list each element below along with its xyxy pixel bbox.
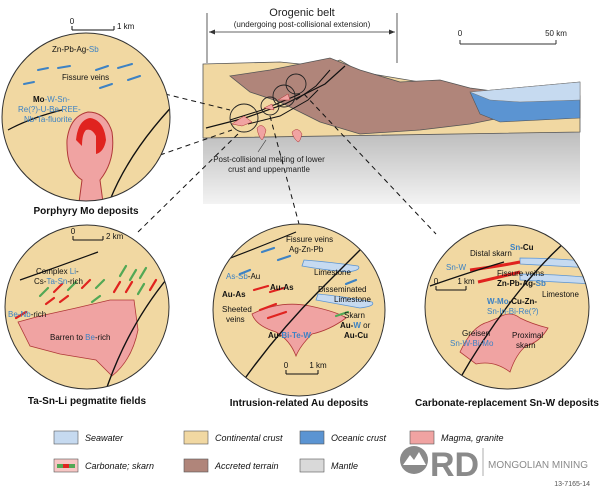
- mantle-layer: [203, 132, 580, 204]
- orogenic-belt-title: Orogenic belt: [269, 7, 334, 19]
- svg-text:Oceanic crust: Oceanic crust: [331, 433, 387, 443]
- intrusion-fissure-label-2: Ag-Zn-Pb: [289, 245, 324, 254]
- orogenic-belt-subtitle: (undergoing post-collisional extension): [234, 20, 371, 29]
- porphyry-mo-label-1: Mo-W-Sn-: [33, 95, 70, 104]
- pegmatite-barren-label: Barren to Be-rich: [50, 333, 111, 342]
- km-scale-bar: 0 50 km: [458, 29, 567, 45]
- legend: Seawater Continental crust Oceanic crust…: [53, 430, 504, 473]
- intrusion-granite: [251, 303, 347, 358]
- connector-lines: [137, 93, 437, 235]
- carbonate-greisen-label-2: Sn-W-Bi-Mo: [450, 339, 494, 348]
- orogenic-belt-header: Orogenic belt (undergoing post-collision…: [206, 7, 398, 63]
- intrusion-caption: Intrusion-related Au deposits: [230, 398, 369, 409]
- porphyry-mo-zone: [76, 118, 106, 154]
- carbonate-sncu-label: Sn-Cu: [510, 243, 534, 252]
- carbonate-scale-right: 1 km: [457, 277, 475, 286]
- intrusion-aubi-label: Au-Bi-Te-W: [268, 331, 311, 340]
- mongolian-mining-logo: RD MONGOLIAN MINING: [400, 446, 588, 484]
- pegmatite-dikes: [14, 264, 158, 320]
- intrusion-sheeted-1: Sheeted: [222, 305, 252, 314]
- svg-text:Accreted terrain: Accreted terrain: [214, 461, 279, 471]
- melting-label-line-2: crust and upper mantle: [228, 165, 310, 174]
- svg-text:Seawater: Seawater: [85, 433, 124, 443]
- carbonate-fissure-label: Fissure veins: [497, 269, 544, 278]
- porphyry-scale-right: 1 km: [117, 22, 135, 31]
- intrusion-auas-label-1: Au-As: [270, 283, 294, 292]
- cross-section: Post-collisional melting of lower crust …: [202, 57, 581, 204]
- porphyry-mo-label-3: Nb-Ta-fluorite: [24, 115, 73, 124]
- carbonate-snin-label: Sn-In-Bi-Re(?): [487, 307, 539, 316]
- carbonate-granite: [459, 313, 549, 373]
- scale-zero-label: 0: [458, 29, 463, 38]
- panel-pegmatite: 0 2 km Complex Li- Cs-Ta-Sn-rich Be-Nb-r…: [4, 224, 170, 407]
- svg-text:Continental crust: Continental crust: [215, 433, 283, 443]
- svg-text:Mantle: Mantle: [331, 461, 358, 471]
- pegmatite-granite: [17, 299, 139, 377]
- legend-oceanic-crust: Oceanic crust: [299, 430, 387, 445]
- intrusion-veins: [238, 246, 358, 320]
- intrusion-sheeted-2: veins: [226, 315, 245, 324]
- intrusion-auas-label-2: Au-As: [222, 290, 246, 299]
- melting-label-line-1: Post-collisional melting of lower: [213, 155, 325, 164]
- carbonate-caption: Carbonate-replacement Sn-W deposits: [415, 398, 599, 409]
- logo-letters: RD: [430, 446, 479, 484]
- pegmatite-complex-label-1: Complex Li-: [36, 267, 79, 276]
- porphyry-znpbag-label: Zn-Pb-Ag-Sb: [52, 45, 99, 54]
- fissure-veins-marks: [23, 63, 141, 89]
- pegmatite-scale-right: 2 km: [106, 232, 124, 241]
- seawater-section: [469, 81, 581, 103]
- pegmatite-scale-left: 0: [71, 227, 76, 236]
- panel-porphyry-mo: 0 1 km Zn-Pb-Ag-Sb Fissure veins Mo-W-Sn…: [1, 17, 171, 217]
- carbonate-proximal-label-2: skarn: [516, 341, 536, 350]
- legend-magma-granite: Magma, granite: [409, 430, 504, 445]
- legend-accreted-terrain: Accreted terrain: [183, 458, 279, 473]
- pegmatite-caption: Ta-Sn-Li pegmatite fields: [28, 396, 147, 407]
- porphyry-scale-left: 0: [70, 17, 75, 26]
- intrusion-skarn-label: Skarn: [344, 311, 365, 320]
- intrusion-limestone-2: Limestone: [334, 295, 371, 304]
- svg-text:Magma, granite: Magma, granite: [441, 433, 504, 443]
- carbonate-greisen-label-1: Greisen: [462, 329, 490, 338]
- carbonate-proximal-label-1: Proximal: [512, 331, 543, 340]
- intrusion-assbau-label: As-Sb-Au: [226, 272, 260, 281]
- pegmatite-complex-label-2: Cs-Ta-Sn-rich: [34, 277, 83, 286]
- carbonate-znpbag-label: Zn-Pb-Ag-Sb: [497, 279, 546, 288]
- porphyry-fissure-label: Fissure veins: [62, 73, 109, 82]
- pegmatite-benb-label: Be-Nb-rich: [8, 310, 46, 319]
- porphyry-mo-label-2: Re(?)-U-Be-REE-: [18, 105, 81, 114]
- legend-seawater: Seawater: [53, 430, 124, 445]
- intrusion-limestone-1: Limestone: [314, 268, 351, 277]
- panel-carbonate-snw: Distal skarn Sn-Cu Sn-W Fissure veins Zn…: [415, 224, 599, 409]
- legend-continental-crust: Continental crust: [183, 430, 283, 445]
- intrusion-scale-left: 0: [284, 361, 289, 370]
- scale-50km-label: 50 km: [545, 29, 567, 38]
- panel-intrusion-au: Fissure veins Ag-Zn-Pb Limestone As-Sb-A…: [212, 223, 386, 409]
- intrusion-aucu-label: Au-Cu: [344, 331, 368, 340]
- figure-id: 13-7165-14: [554, 481, 590, 488]
- porphyry-caption: Porphyry Mo deposits: [33, 206, 138, 217]
- legend-mantle: Mantle: [299, 458, 358, 473]
- intrusion-auw-label: Au-W or: [340, 321, 371, 330]
- carbonate-scale-left: 0: [434, 277, 439, 286]
- intrusion-fissure-label-1: Fissure veins: [286, 235, 333, 244]
- legend-carbonate-skarn: Carbonate; skarn: [53, 458, 154, 473]
- carbonate-snw-label: Sn-W: [446, 263, 466, 272]
- svg-text:Carbonate; skarn: Carbonate; skarn: [85, 461, 154, 471]
- carbonate-distal-label: Distal skarn: [470, 249, 512, 258]
- intrusion-disseminated-label: Disseminated: [318, 285, 366, 294]
- logo-company-name: MONGOLIAN MINING: [488, 460, 588, 471]
- carbonate-wmo-label: W-Mo-Cu-Zn-: [487, 297, 537, 306]
- intrusion-scale-right: 1 km: [309, 361, 327, 370]
- carbonate-limestone-label: Limestone: [542, 290, 579, 299]
